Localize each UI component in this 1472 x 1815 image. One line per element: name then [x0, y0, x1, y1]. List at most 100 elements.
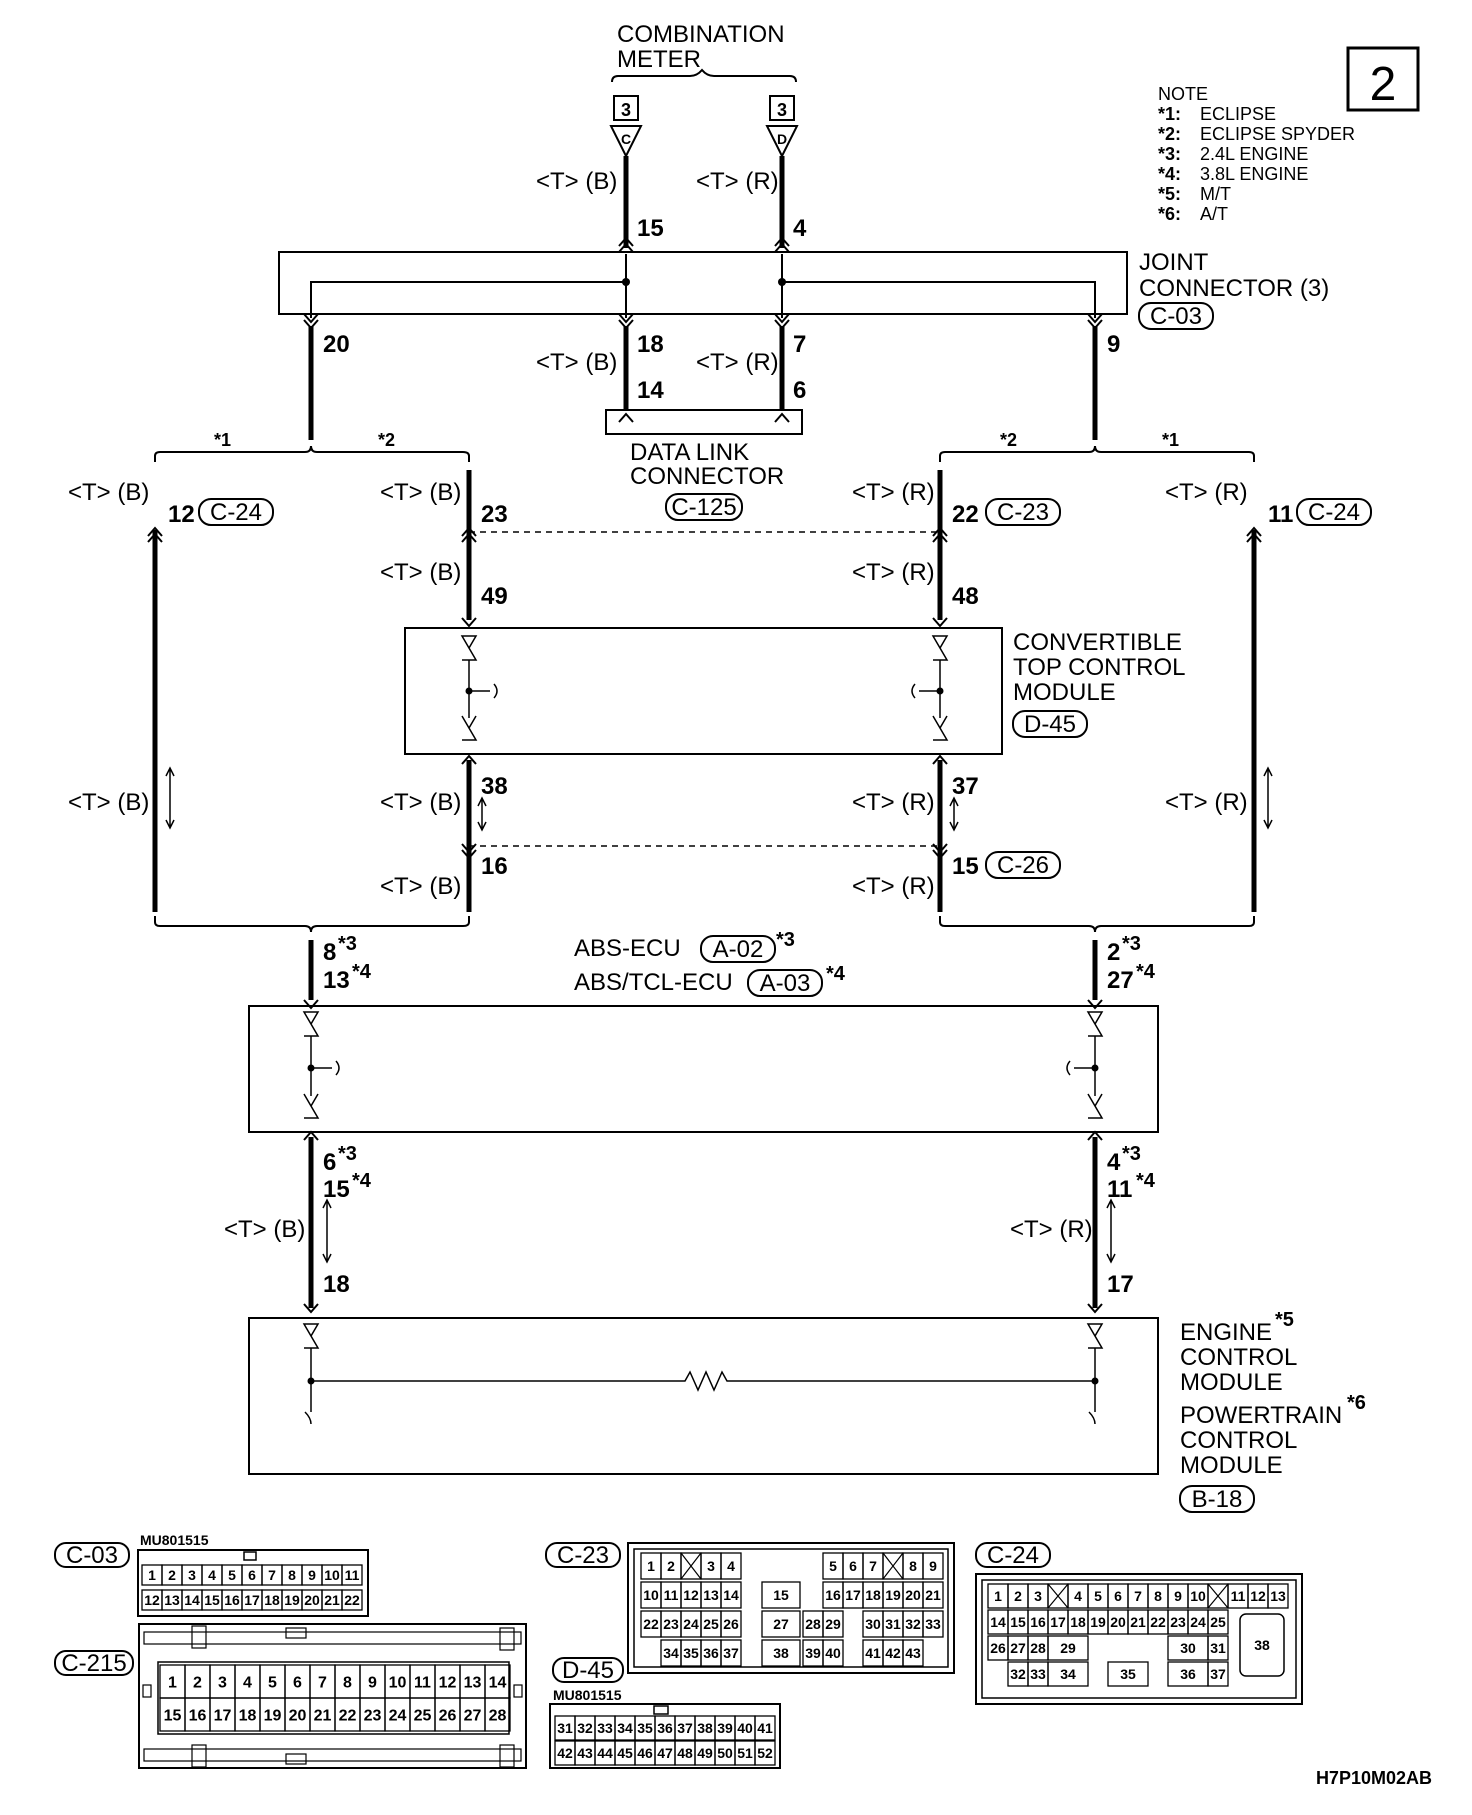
c24-code: C-24 — [987, 1542, 1039, 1569]
connector-pin-number: 22 — [344, 1592, 360, 1608]
connector-pin: 12 — [434, 1664, 461, 1699]
connector-pin: 18 — [261, 1589, 283, 1611]
connector-pin: 3 — [700, 1552, 722, 1580]
pin-number: 18 — [323, 1271, 350, 1298]
connector-pin: 5 — [221, 1564, 243, 1586]
abs-ecu-star: *3 — [776, 929, 795, 951]
connector-pin: 19 — [281, 1589, 303, 1611]
connector-pin: 20 — [1107, 1609, 1129, 1635]
connector-pin: 17 — [842, 1581, 864, 1609]
connector-pin: 18 — [1067, 1609, 1089, 1635]
connector-pin-number: 17 — [845, 1587, 861, 1603]
connector-pin-number: 10 — [389, 1674, 407, 1691]
connector-pin-number: 13 — [1270, 1588, 1286, 1604]
connector-pin-number: 2 — [1014, 1588, 1022, 1604]
connector-pin: 15 — [761, 1581, 801, 1609]
option-star: *1 — [214, 430, 231, 450]
connector-pin: 13 — [459, 1664, 486, 1699]
connector-pin: 34 — [614, 1715, 636, 1741]
pin-number: 27 — [1107, 967, 1134, 994]
pin-number: 49 — [481, 583, 508, 610]
ctm-code: D-45 — [1024, 711, 1076, 738]
pin-number: 4 — [793, 215, 807, 242]
connector-pin-number: 2 — [168, 1567, 176, 1583]
connector-pin-number: 31 — [885, 1616, 901, 1632]
connector-pin: 31 — [882, 1610, 904, 1638]
option-star: *2 — [1000, 430, 1017, 450]
connector-pin: 17 — [241, 1589, 263, 1611]
meter-label-1: COMBINATION — [617, 21, 785, 48]
c03-part-number: MU801515 — [140, 1532, 209, 1548]
connector-pin-number: 42 — [885, 1645, 901, 1661]
option-star: *1 — [1162, 430, 1179, 450]
connector-pin-number: 28 — [805, 1616, 821, 1632]
connector-pin-number: 7 — [268, 1567, 276, 1583]
connector-pin-number: 26 — [990, 1640, 1006, 1656]
option-star: *3 — [1122, 933, 1141, 955]
connector-pin: 29 — [822, 1610, 844, 1638]
meter-conn-c-label: C — [621, 131, 631, 147]
connector-pin: 5 — [1087, 1583, 1109, 1609]
connector-pin-number: 6 — [849, 1558, 857, 1574]
connector-pin-number: 18 — [1070, 1614, 1086, 1630]
connector-pin: 1 — [159, 1664, 186, 1699]
connector-pin-number: 17 — [214, 1707, 232, 1724]
connector-pin: 28 — [484, 1697, 511, 1732]
wire-label: <T> (B) — [536, 349, 617, 376]
pin-number: 37 — [952, 773, 979, 800]
connector-pin: 37 — [674, 1715, 696, 1741]
ecm-label-1: ENGINE — [1180, 1319, 1272, 1346]
pin-number: 2 — [1107, 939, 1120, 966]
connector-pin-number: 38 — [1254, 1637, 1270, 1653]
connector-pin-number: 13 — [164, 1592, 180, 1608]
connector-pin: 19 — [882, 1581, 904, 1609]
meter-label-2: METER — [617, 46, 701, 73]
connector-pin: 24 — [384, 1697, 411, 1732]
connector-pin-number: 19 — [1090, 1614, 1106, 1630]
meter-connector-c — [609, 125, 643, 159]
pin-number: 6 — [323, 1149, 336, 1176]
connector-pin-number: 22 — [339, 1707, 357, 1724]
connector-pin-number: 22 — [1150, 1614, 1166, 1630]
connector-pin-number: 23 — [663, 1616, 679, 1632]
connector-pin-number: 21 — [1130, 1614, 1146, 1630]
wire-label: <T> (R) — [696, 349, 779, 376]
connector-pin-number: 48 — [677, 1745, 693, 1761]
connector-pin: 16 — [221, 1589, 243, 1611]
connector-pin: 14 — [987, 1609, 1009, 1635]
joint-connector-label-2: CONNECTOR (3) — [1139, 275, 1329, 302]
connector-pin: 20 — [902, 1581, 924, 1609]
connector-pin-number: 32 — [1010, 1666, 1026, 1682]
connector-pin: 37 — [1207, 1661, 1229, 1687]
connector-pin: 35 — [680, 1639, 702, 1667]
connector-pin: 10 — [321, 1564, 343, 1586]
connector-pin-number: 20 — [905, 1587, 921, 1603]
branch-connector-codes: C-24 C-23 C-24 C-26 — [198, 498, 1372, 879]
d45-code: D-45 — [562, 1657, 614, 1684]
connector-pin: 4 — [234, 1664, 261, 1699]
connector-pin: 42 — [554, 1740, 576, 1766]
dlc-label-1: DATA LINK — [630, 439, 749, 466]
connector-pin: 47 — [654, 1740, 676, 1766]
connector-pin: 33 — [1027, 1661, 1049, 1687]
connector-pin-number: 15 — [164, 1707, 182, 1724]
connector-pin: 31 — [1207, 1635, 1229, 1661]
ecm-label-4: POWERTRAIN — [1180, 1402, 1342, 1429]
note-mark: *1: — [1158, 104, 1181, 124]
connector-pin: 41 — [754, 1715, 776, 1741]
connector-pin-number: 4 — [727, 1558, 735, 1574]
c23-code: C-23 — [557, 1542, 609, 1569]
connector-pin: 35 — [634, 1715, 656, 1741]
note-mark: *2: — [1158, 124, 1181, 144]
connector-pin-number: 18 — [264, 1592, 280, 1608]
meter-brace — [611, 68, 797, 83]
joint-connector: JOINT CONNECTOR (3) C-03 — [278, 249, 1329, 330]
pin-number: 17 — [1107, 1271, 1134, 1298]
page-number: 2 — [1370, 58, 1397, 111]
connector-pin: 7 — [862, 1552, 884, 1580]
connector-pin-number: 25 — [414, 1707, 432, 1724]
connector-pin-number: 40 — [737, 1720, 753, 1736]
connector-pin-number: 29 — [1060, 1640, 1076, 1656]
